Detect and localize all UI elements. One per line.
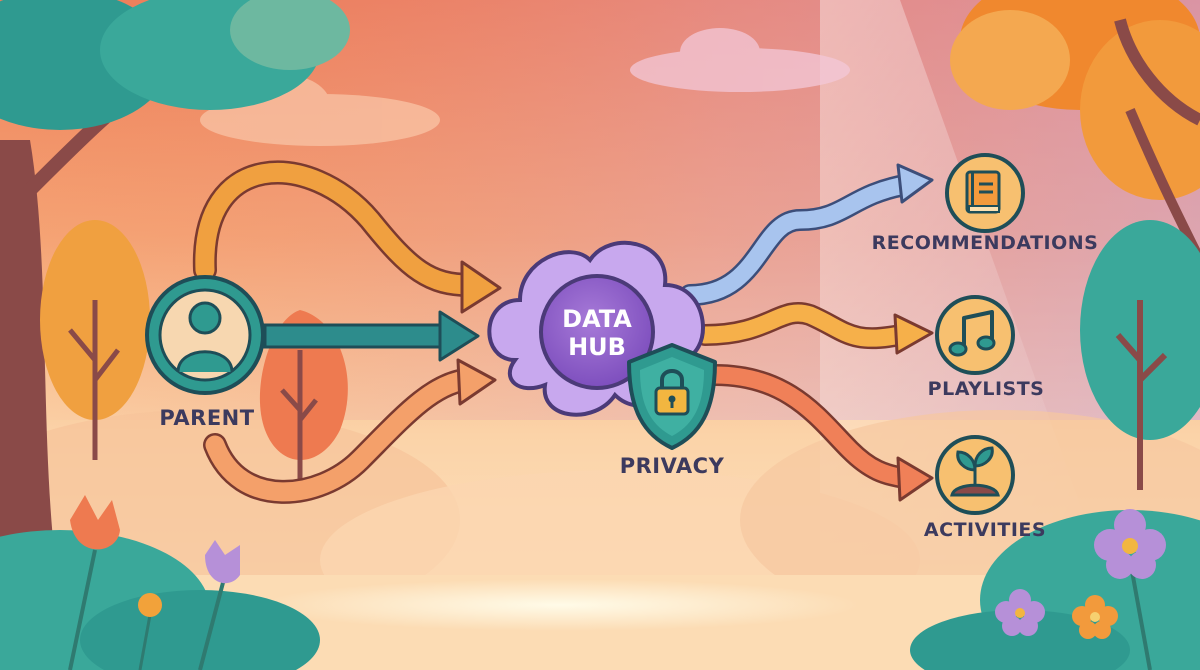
data-hub-label: DATA HUB (562, 305, 632, 361)
foreground-flowers (68, 495, 1166, 670)
privacy-shield (627, 343, 717, 450)
background-clouds (200, 28, 850, 146)
activities-label: ACTIVITIES (923, 519, 1047, 541)
left-tree-illustration (0, 0, 350, 560)
input-arrow-top (192, 160, 502, 314)
recommendations-label: RECOMMENDATIONS (871, 232, 1099, 254)
right-tree-illustration (950, 0, 1200, 490)
output-arrow-playlists (694, 302, 934, 355)
activities-node (935, 435, 1015, 515)
privacy-label: PRIVACY (619, 454, 725, 478)
parent-node (145, 275, 265, 395)
parent-label: PARENT (159, 406, 255, 430)
book-icon (965, 170, 1001, 214)
output-arrow-activities (704, 364, 934, 502)
output-arrow-recommendations (679, 163, 934, 306)
music-note-icon (948, 310, 996, 357)
input-arrow-bottom (203, 358, 497, 504)
playlists-node (935, 295, 1015, 375)
person-icon (176, 301, 234, 373)
data-hub-label-line1: DATA (562, 305, 632, 333)
lock-icon (654, 369, 690, 416)
sprout-icon (950, 446, 1000, 497)
playlists-label: PLAYLISTS (927, 378, 1045, 400)
input-arrow-middle (263, 310, 480, 362)
data-hub-label-line2: HUB (568, 333, 626, 361)
recommendations-node (945, 153, 1025, 233)
